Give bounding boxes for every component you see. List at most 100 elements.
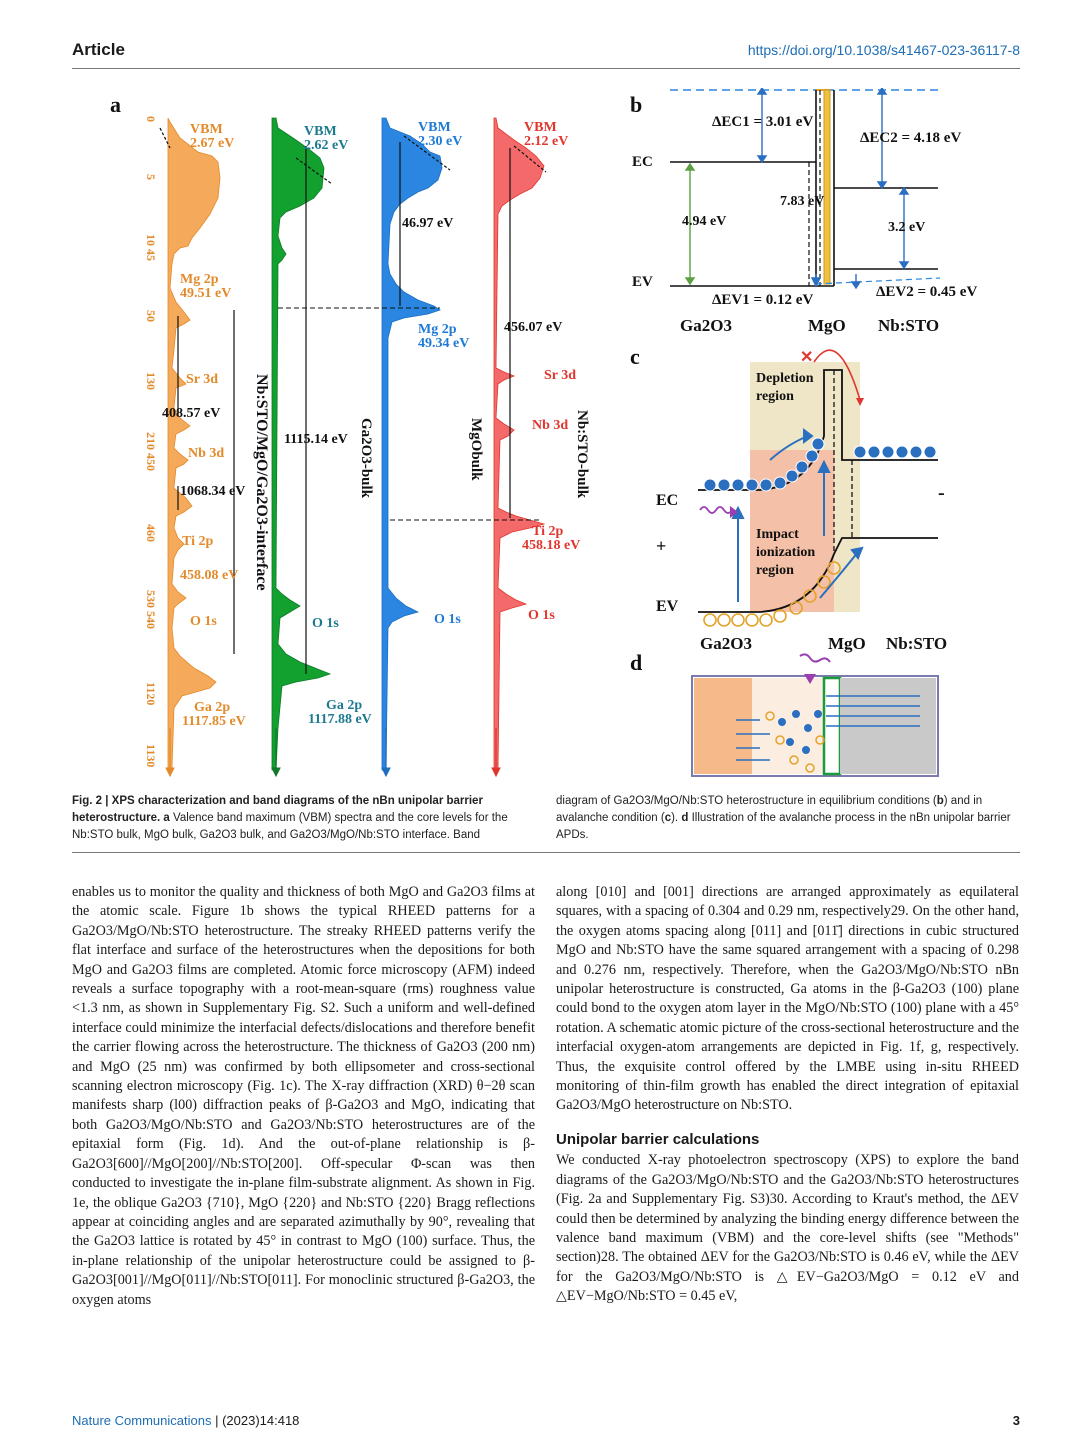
body-paragraph: enables us to monitor the quality and th… xyxy=(72,884,535,1308)
material-label: Nb:STO xyxy=(878,316,940,335)
specimen-label: Nb:STO/MgO/Ga2O3-interface xyxy=(253,374,270,591)
caption-text: Valence band maximum (VBM) spectra and t… xyxy=(72,812,508,841)
figure-panel-b: b ΔEC1 = 3.01 eV ΔEC2 = 4.18 eV EC 7.83 … xyxy=(620,86,1040,338)
core-label: O 1s xyxy=(312,616,339,631)
axis-tick: 460 xyxy=(144,524,158,542)
section-label: Article xyxy=(72,40,125,59)
panel-c-letter: c xyxy=(630,344,640,369)
energy-diff: 408.57 eV xyxy=(162,406,221,421)
figure-panel-a: a 0 5 10 45 50 130 210 450 460 530 540 1… xyxy=(100,88,605,778)
figure-panel-d: d xyxy=(620,650,1040,780)
caption-fig-label: Fig. 2 | xyxy=(72,795,109,807)
specimen-label: Nb:STO-bulk xyxy=(574,410,590,499)
axis-tick: 530 540 xyxy=(144,590,158,629)
caption-text: ) and in avalanche condition ( xyxy=(556,795,983,824)
vbm-value: 2.30 eV xyxy=(418,134,463,149)
caption-tag: a xyxy=(163,812,170,824)
ev-label: EV xyxy=(632,274,653,290)
panel-b-letter: b xyxy=(630,92,643,117)
core-value: 49.51 eV xyxy=(180,286,232,301)
figure-caption-right: diagram of Ga2O3/MgO/Nb:STO heterostruct… xyxy=(556,793,1022,844)
body-paragraph: We conducted X-ray photoelectron spectro… xyxy=(556,1152,1019,1305)
body-column-right: along [010] and [001] directions are arr… xyxy=(556,883,1019,1307)
band-diagram-avalanche: ✕ xyxy=(698,349,938,627)
vbm-label: VBM xyxy=(190,122,223,137)
caption-rule xyxy=(72,852,1020,853)
body-column-left: enables us to monitor the quality and th… xyxy=(72,883,535,1310)
journal-issue: | (2023)14:418 xyxy=(215,1413,300,1428)
vbm-value: 2.62 eV xyxy=(304,138,349,153)
axis-tick: 1120 xyxy=(144,682,158,706)
xps-spectra-graphic xyxy=(159,117,547,778)
panel-a-letter: a xyxy=(110,92,121,117)
spectrum-interface xyxy=(167,117,221,769)
core-value: 1117.88 eV xyxy=(308,712,372,727)
core-label: Mg 2p xyxy=(418,322,457,337)
material-label: Nb:STO xyxy=(886,634,948,653)
axis-tick: 10 45 xyxy=(144,234,158,261)
axis-tick: 0 xyxy=(144,116,158,122)
panel-d-letter: d xyxy=(630,650,643,675)
svg-text:✕: ✕ xyxy=(800,349,813,366)
axis-tick: 50 xyxy=(144,310,158,322)
core-value: 49.34 eV xyxy=(418,336,470,351)
caption-tag: c xyxy=(664,812,672,824)
ec-label: EC xyxy=(656,492,679,509)
avalanche-illustration xyxy=(691,653,939,777)
core-value: 458.18 eV xyxy=(522,538,581,553)
ev-label: EV xyxy=(656,598,679,615)
core-label: Ti 2p xyxy=(182,534,214,549)
specimen-label: Ga2O3-bulk xyxy=(358,418,374,499)
material-label: MgO xyxy=(808,316,846,335)
body-paragraph: along [010] and [001] directions are arr… xyxy=(556,884,1019,1114)
journal-name[interactable]: Nature Communications xyxy=(72,1413,212,1428)
gap-label: 3.2 eV xyxy=(888,220,926,235)
material-label: MgO xyxy=(828,634,866,653)
energy-diff: 456.07 eV xyxy=(504,320,563,335)
footer-citation: Nature Communications | (2023)14:418 xyxy=(72,1413,299,1428)
delta-ev1: ΔEV1 = 0.12 eV xyxy=(712,292,814,308)
core-value: 1117.85 eV xyxy=(182,714,246,729)
minus-label: - xyxy=(938,482,945,504)
core-label: O 1s xyxy=(434,612,461,627)
core-label: Sr 3d xyxy=(186,372,219,387)
band-diagram-equilibrium xyxy=(670,86,941,290)
core-label: O 1s xyxy=(190,614,217,629)
figure-panel-c: ✕ c Depletion region Impact ioniz xyxy=(620,340,1040,660)
vbm-label: VBM xyxy=(524,120,557,135)
gap-label: 4.94 eV xyxy=(682,214,727,229)
vbm-label: VBM xyxy=(304,124,337,139)
material-label: Ga2O3 xyxy=(700,634,752,653)
core-label: Nb 3d xyxy=(532,418,569,433)
page-number: 3 xyxy=(1012,1413,1020,1428)
spectrum-ga2o3-bulk xyxy=(271,117,332,771)
impact-label: Impact ionization region xyxy=(756,527,816,578)
axis-tick: 5 xyxy=(144,174,158,180)
delta-ec2: ΔEC2 = 4.18 eV xyxy=(860,130,962,146)
doi-link[interactable]: https://doi.org/10.1038/s41467-023-36117… xyxy=(747,42,1020,58)
caption-text: ). xyxy=(671,812,682,824)
spectrum-nbsto-bulk xyxy=(493,117,546,771)
core-label: Nb 3d xyxy=(188,446,225,461)
section-heading: Unipolar barrier calculations xyxy=(556,1130,760,1148)
core-label: Ga 2p xyxy=(194,700,231,715)
core-label: Mg 2p xyxy=(180,272,219,287)
caption-text: diagram of Ga2O3/MgO/Nb:STO heterostruct… xyxy=(556,795,937,807)
vbm-label: VBM xyxy=(418,120,451,135)
delta-ev2: ΔEV2 = 0.45 eV xyxy=(876,284,978,300)
axis-tick: 210 450 xyxy=(144,432,158,471)
caption-tag: b xyxy=(936,795,944,807)
caption-tag: d xyxy=(681,812,689,824)
specimen-label: MgObulk xyxy=(468,418,484,481)
core-label: Sr 3d xyxy=(544,368,577,383)
core-label: Ti 2p xyxy=(532,524,564,539)
gap-label: 7.83 eV xyxy=(780,194,825,209)
ec-label: EC xyxy=(632,154,653,170)
axis-tick: 130 xyxy=(144,372,158,390)
material-label: Ga2O3 xyxy=(680,316,732,335)
core-label: O 1s xyxy=(528,608,555,623)
plus-label: + xyxy=(656,536,667,556)
core-label: Ga 2p xyxy=(326,698,363,713)
energy-diff: 1115.14 eV xyxy=(284,432,348,447)
spectrum-mgo-bulk xyxy=(381,117,443,771)
